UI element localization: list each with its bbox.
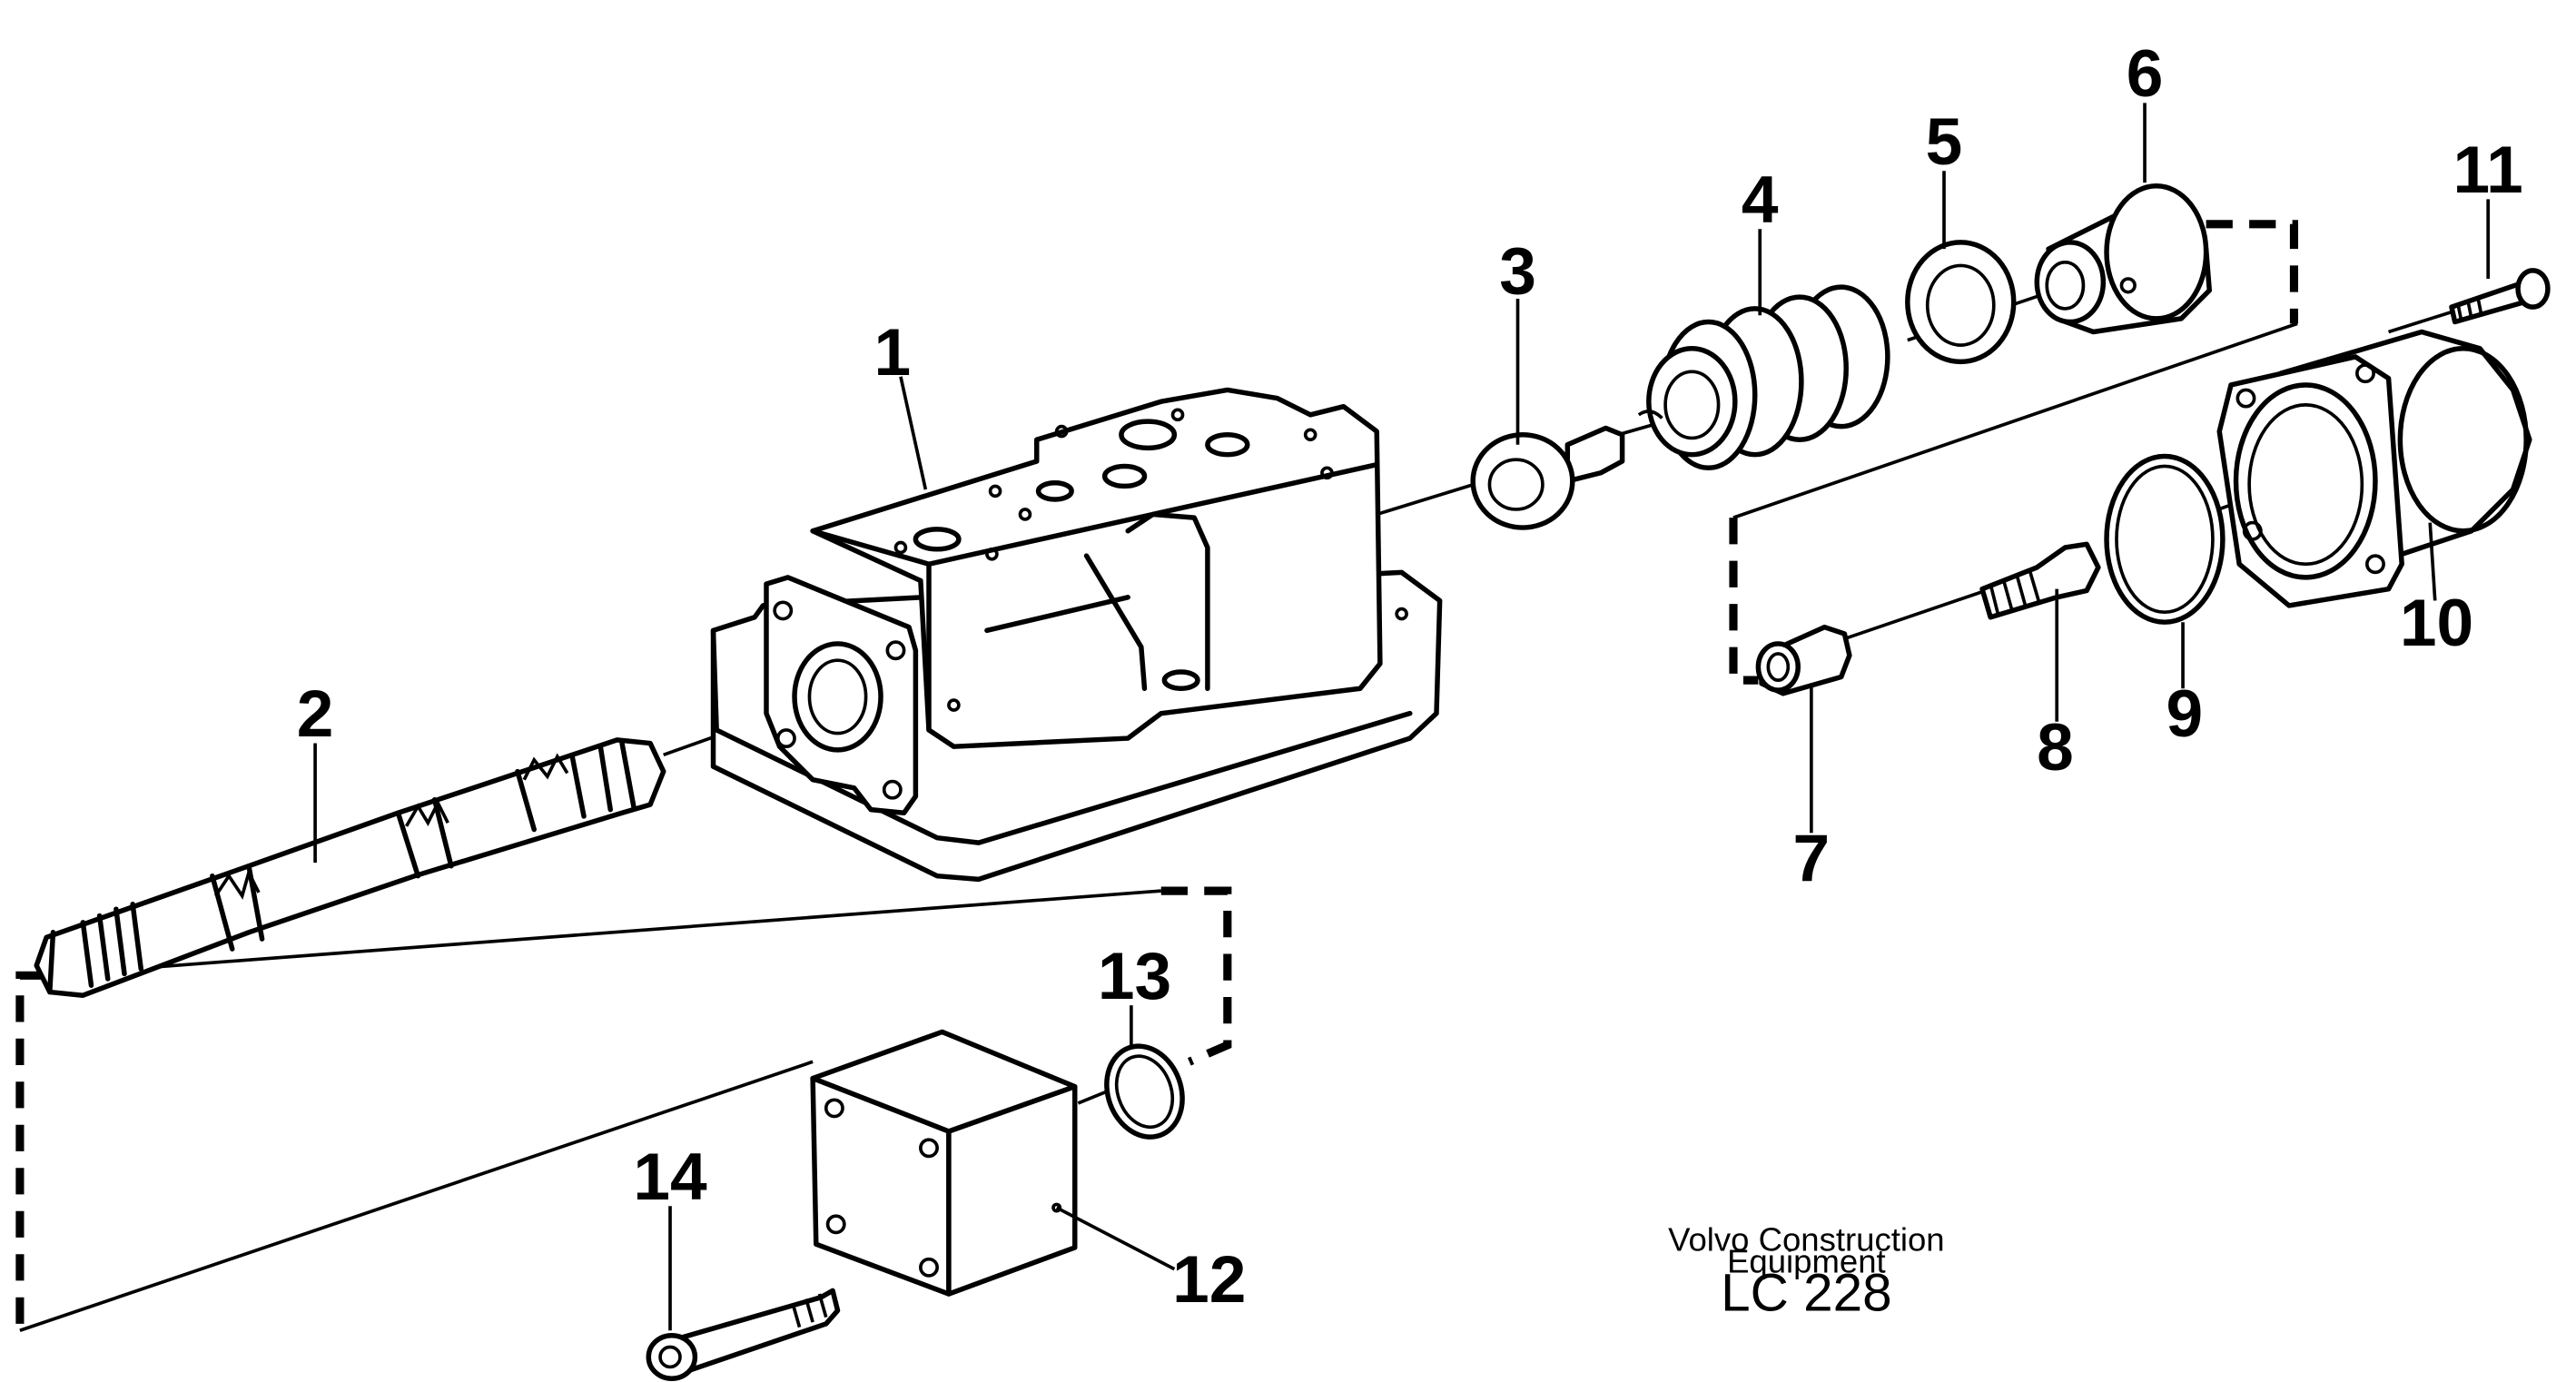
callout-2: 2: [297, 677, 334, 751]
callout-9: 9: [2166, 677, 2204, 751]
bolt-part-14: [646, 1288, 841, 1381]
callout-5: 5: [1926, 105, 1963, 179]
washer-part-5: [1905, 240, 2017, 365]
leader-lines: [313, 103, 2491, 1331]
dashed-brackets: [15, 220, 2299, 1331]
bushing-part-6: [2034, 183, 2213, 335]
callout-4: 4: [1742, 163, 1779, 237]
callout-3: 3: [1499, 234, 1536, 308]
spool-part-2: [34, 737, 666, 998]
caption-company-line-2: Equipment: [1727, 1242, 1886, 1279]
caption-company-line-1: Volvo Construction: [1668, 1221, 1944, 1259]
sleeve-part-7: [1755, 624, 1852, 696]
callout-1: 1: [873, 316, 911, 390]
end-cover-part-10: [2216, 329, 2532, 608]
callout-12: 12: [1172, 1243, 1246, 1317]
callout-labels: 1 2 3 4 5 6 7 8 9 10 11 12 13 14: [297, 37, 2523, 1317]
valve-housing-part-1: [710, 387, 1443, 883]
callout-11: 11: [2453, 133, 2523, 207]
callout-6: 6: [2127, 37, 2164, 111]
bolt-part-8: [1979, 541, 2101, 620]
o-ring-part-9: [2104, 453, 2226, 625]
o-ring-part-13: [1104, 1043, 1185, 1140]
caption-block: Volvo Construction Equipment LC 228: [1668, 1221, 1944, 1323]
spring-part-4: [1637, 284, 1890, 471]
screw-part-11: [2449, 268, 2551, 325]
callout-13: 13: [1098, 940, 1171, 1013]
callout-8: 8: [2037, 711, 2074, 785]
callout-10: 10: [2400, 587, 2473, 660]
callout-7: 7: [1793, 822, 1831, 895]
spring-seat-part-3: [1470, 425, 1625, 530]
callout-14: 14: [633, 1140, 707, 1214]
cap-part-12: [810, 1029, 1078, 1297]
drawing-code: LC 228: [1721, 1263, 1891, 1322]
